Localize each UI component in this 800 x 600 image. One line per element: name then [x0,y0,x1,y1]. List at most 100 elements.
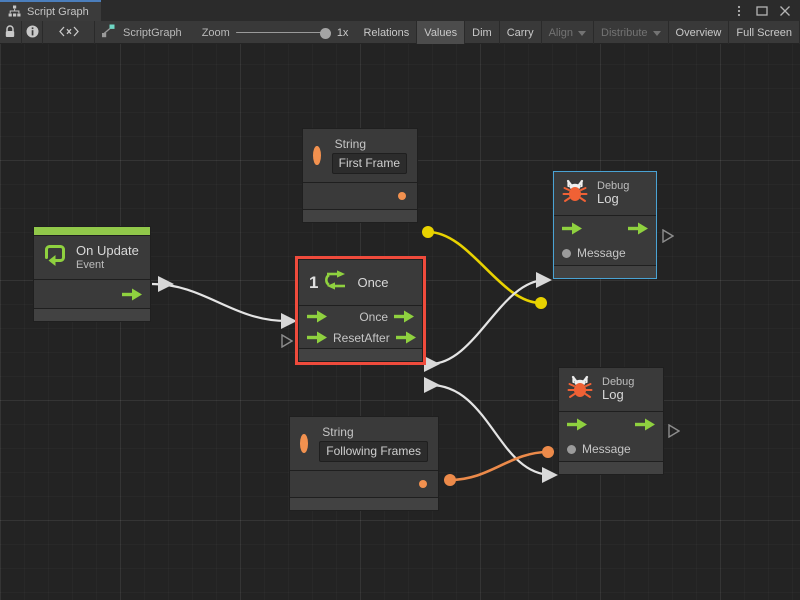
more-options-icon[interactable] [732,4,746,18]
node-subtitle: Event [76,258,105,271]
code-brackets-icon [56,26,82,40]
node-header-text: On Update Event [76,243,139,272]
port-out-exit[interactable] [635,418,655,431]
edge-on-update-to-once [151,282,288,323]
node-header-text: String First Frame [331,137,407,174]
node-header: 1 Once [299,260,422,306]
port-row [34,280,150,308]
edge-arrowhead [424,356,440,372]
toolbar-button-relations[interactable]: Relations [356,21,418,44]
edge-endpoint-dot [422,226,434,238]
event-node-accent-bar [34,227,150,236]
lock-toggle-button[interactable] [0,21,22,44]
unconnected-flow-marker-log2-exit[interactable] [668,424,680,438]
unconnected-flow-marker-reset[interactable] [281,334,293,348]
graph-toolbar: ScriptGraph Zoom 1x Relations Values Dim… [0,21,800,44]
info-button[interactable] [22,21,44,44]
toolbar-button-overview[interactable]: Overview [669,21,730,44]
on-update-event-icon [42,242,68,273]
toolbar-button-carry[interactable]: Carry [500,21,542,44]
flow-arrow-icon [307,331,327,344]
node-body [303,183,417,209]
edge-arrowhead [281,313,297,329]
once-loop-icon [325,269,347,296]
edge-string1-to-log1-message [427,230,542,305]
node-footer [290,497,438,510]
port-output-flow[interactable] [122,288,142,301]
script-graph-node-icon [101,24,116,41]
node-header-text: Debug Log [597,180,629,208]
node-title-small: Debug [602,375,635,388]
port-in-reset[interactable]: Reset [307,331,364,345]
node-string-following-frames[interactable]: String Following Frames [289,416,439,511]
port-in-message[interactable]: Message [567,442,631,456]
string-value-field[interactable]: Following Frames [319,441,428,462]
unconnected-flow-marker-log1-exit[interactable] [662,229,674,243]
node-string-first-frame[interactable]: String First Frame [302,128,418,223]
flow-arrow-icon [635,418,655,431]
graph-name-label: ScriptGraph [122,26,182,39]
node-title: String [334,137,367,151]
edge-arrowhead [158,276,174,292]
node-once[interactable]: 1 Once [295,256,426,365]
node-footer [34,308,150,321]
toolbar-button-carry-label: Carry [506,26,534,39]
code-view-button[interactable] [43,21,95,44]
edge-arrowhead [542,467,558,483]
string-literal-icon [300,434,309,453]
port-in-enter[interactable] [562,222,582,235]
port-in-enter[interactable] [307,310,327,323]
zoom-slider[interactable] [235,26,331,40]
lock-icon [4,24,16,41]
port-out-after[interactable]: After [364,330,416,345]
flow-arrow-icon [567,418,587,431]
toolbar-button-relations-label: Relations [363,26,410,39]
toolbar-button-dim-label: Dim [472,26,492,39]
port-row-flow [554,216,656,241]
title-bar-spacer [101,0,732,21]
value-output-port[interactable] [419,480,427,488]
node-debug-log-1[interactable]: Debug Log [553,171,657,279]
flow-arrow-icon [628,222,648,235]
edge-arrowhead [536,272,552,288]
toolbar-button-align[interactable]: Align [542,21,595,44]
tab-script-graph[interactable]: Script Graph [0,0,101,21]
maximize-icon[interactable] [755,4,769,18]
graph-edges [151,226,558,486]
toolbar-button-values[interactable]: Values [417,21,466,44]
node-title: String [322,425,354,439]
port-in-message-label: Message [582,442,631,456]
port-in-reset-label: Reset [333,330,365,345]
toolbar-button-dim[interactable]: Dim [465,21,500,44]
node-title-small: Debug [597,179,630,192]
zoom-control[interactable]: Zoom 1x [194,21,357,44]
toolbar-button-distribute[interactable]: Distribute [594,21,669,44]
toolbar-button-full-screen[interactable]: Full Screen [729,21,800,44]
port-in-enter[interactable] [567,418,587,431]
node-header: Debug Log [554,172,656,216]
node-footer [299,348,422,361]
graph-canvas[interactable]: On Update Event [0,44,800,600]
node-debug-log-2[interactable]: Debug Log [558,367,664,475]
zoom-slider-track [235,31,331,33]
node-on-update[interactable]: On Update Event [33,226,151,322]
close-icon[interactable] [778,4,792,18]
graph-name-field[interactable]: ScriptGraph [95,21,194,44]
zoom-value-label: 1x [336,26,349,39]
zoom-label: Zoom [201,26,230,39]
port-in-message[interactable]: Message [562,246,626,260]
port-out-once[interactable]: Once [359,310,414,324]
value-input-port [562,248,571,258]
port-out-after-label: After [364,330,390,345]
debug-bug-icon [562,178,588,209]
node-footer [559,461,663,474]
port-out-exit[interactable] [628,222,648,235]
node-title-main: Log [597,191,619,207]
node-title-main: Log [602,387,624,403]
zoom-slider-knob[interactable] [319,27,331,39]
string-value-field[interactable]: First Frame [331,153,407,174]
info-icon [26,25,39,41]
value-output-port[interactable] [398,192,406,200]
edge-once-to-log1 [429,278,547,366]
